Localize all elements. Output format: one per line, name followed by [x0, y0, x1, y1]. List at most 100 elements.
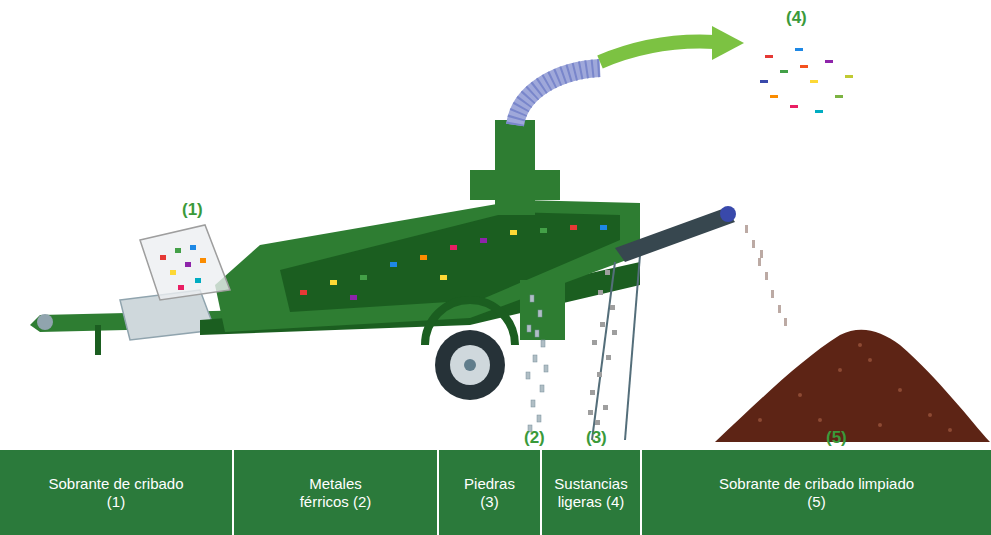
- particle: [612, 330, 617, 335]
- table-cell: Sobrante de cribado limpiado (5): [642, 450, 991, 535]
- particle: [540, 385, 544, 392]
- grain: [758, 418, 762, 422]
- particle: [440, 275, 447, 280]
- particle: [535, 330, 539, 337]
- particle: [170, 270, 176, 275]
- feed-hopper: [140, 225, 230, 300]
- discharge-spray: [745, 225, 787, 326]
- table-cell: Sobrante de cribado (1): [0, 450, 232, 535]
- particle: [760, 250, 763, 258]
- conveyor-roller: [720, 206, 736, 222]
- table-cell: Piedras (3): [439, 450, 540, 535]
- table-cell-text: Sobrante de cribado limpiado (5): [709, 475, 924, 511]
- particle: [538, 310, 542, 317]
- particle: [390, 262, 397, 267]
- airflow-arrow: [600, 42, 715, 62]
- particle: [175, 248, 181, 253]
- conveyor-leg: [592, 262, 615, 440]
- grain: [898, 388, 902, 392]
- particle: [765, 55, 773, 58]
- table-cell: Sustancias ligeras (4): [542, 450, 640, 535]
- callout-number: (1): [182, 200, 203, 220]
- particle: [810, 80, 818, 83]
- particle: [800, 65, 808, 68]
- grain: [838, 368, 842, 372]
- particle: [765, 272, 768, 280]
- particle: [330, 280, 337, 285]
- table-cell-text: Piedras (3): [460, 475, 520, 511]
- particle: [795, 48, 803, 51]
- particle: [300, 290, 307, 295]
- trommel-body: [215, 200, 640, 332]
- particle: [360, 275, 367, 280]
- particle: [790, 105, 798, 108]
- particle: [600, 322, 605, 327]
- particle: [590, 390, 595, 395]
- wheel-hub: [464, 359, 476, 371]
- particle: [745, 225, 748, 233]
- particle: [825, 60, 833, 63]
- compost-pile: [715, 330, 990, 442]
- arrow-head: [712, 26, 744, 60]
- duct-ribs: [515, 68, 600, 125]
- particle: [531, 400, 535, 407]
- grain: [948, 428, 952, 432]
- particle: [527, 325, 531, 332]
- particle: [526, 372, 530, 379]
- particle: [195, 278, 201, 283]
- particle: [160, 255, 166, 260]
- wheel-rim: [450, 345, 490, 385]
- particle: [178, 285, 184, 290]
- stone-stream: [588, 270, 617, 425]
- metal-stream: [526, 295, 548, 432]
- particle: [537, 415, 541, 422]
- particle: [200, 258, 206, 263]
- particle: [752, 240, 755, 248]
- side-panel: [520, 280, 565, 340]
- callout-number: (2): [524, 428, 545, 448]
- particle: [760, 80, 768, 83]
- particle: [540, 228, 547, 233]
- table-cell-text: Sobrante de cribado (1): [41, 475, 191, 511]
- particle: [592, 340, 597, 345]
- grain: [878, 423, 882, 427]
- feed-material: [160, 245, 206, 290]
- suction-duct: [515, 68, 600, 125]
- particle: [605, 270, 610, 275]
- particle: [570, 225, 577, 230]
- light-material: [760, 48, 853, 113]
- particle: [533, 355, 537, 362]
- particle: [606, 355, 611, 360]
- particle: [588, 410, 593, 415]
- particle: [597, 372, 602, 377]
- conveyor-leg: [625, 255, 640, 440]
- grain: [868, 358, 872, 362]
- particle: [350, 295, 357, 300]
- grain: [928, 413, 932, 417]
- discharge-conveyor: [615, 208, 735, 262]
- particle: [450, 245, 457, 250]
- particle: [770, 95, 778, 98]
- particle: [845, 75, 853, 78]
- particle: [600, 225, 607, 230]
- suction-unit: [495, 120, 535, 215]
- pile-texture: [758, 343, 952, 432]
- particle: [190, 245, 196, 250]
- jack-leg: [95, 325, 101, 355]
- particle: [835, 95, 843, 98]
- table-cell-text: Sustancias ligeras (4): [549, 475, 634, 511]
- table-cell: Metales férricos (2): [234, 450, 437, 535]
- grain: [858, 343, 862, 347]
- particle: [185, 262, 191, 267]
- wheel-tyre: [435, 330, 505, 400]
- particle: [778, 305, 781, 313]
- particle: [595, 420, 600, 425]
- grain: [798, 393, 802, 397]
- particle: [815, 110, 823, 113]
- callout-number: (4): [786, 8, 807, 28]
- drum-opening: [280, 212, 620, 312]
- callout-number: (3): [586, 428, 607, 448]
- particle: [530, 295, 534, 302]
- callout-number: (5): [826, 428, 847, 448]
